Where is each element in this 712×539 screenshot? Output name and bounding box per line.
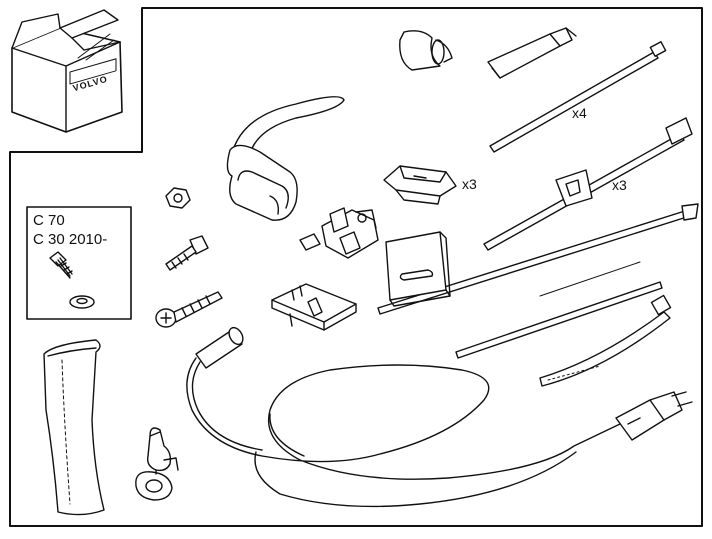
quantity-tie-mount: x3: [612, 177, 627, 193]
quantity-tie-long: x4: [572, 105, 587, 121]
cable-tie-mount-icon: [483, 117, 693, 251]
mounting-plate-icon: [271, 283, 357, 331]
volvo-box-icon: [11, 9, 123, 133]
model-label-c30: C 30 2010-: [33, 231, 108, 248]
model-label-c70: C 70: [33, 212, 65, 229]
nut-icon: [165, 187, 191, 209]
cable-tie-long-icon: [489, 41, 667, 153]
protective-sleeve-icon: [43, 339, 105, 516]
cable-tie-short-icon: [539, 294, 672, 387]
bracket-assembly-icon: [299, 207, 379, 259]
washer-icon: [69, 295, 95, 309]
cable-clamp-icon: [135, 427, 179, 501]
bolt-icon: [165, 235, 209, 271]
cable-bushing-icon: [399, 30, 453, 71]
edge-clip-icon: [383, 165, 457, 205]
diagram-frame: [9, 7, 703, 527]
rubber-plate-icon: [385, 231, 451, 307]
screw-icon: [155, 291, 223, 328]
quantity-clip-small: x3: [462, 176, 477, 192]
power-cable-icon: [186, 326, 693, 508]
socket-cover-icon: [226, 96, 345, 221]
cable-tie-xl-icon: [377, 203, 699, 315]
grease-tube-icon: [487, 27, 577, 79]
small-screw-icon: [49, 251, 73, 279]
cable-tie-straight-icon: [455, 281, 663, 359]
